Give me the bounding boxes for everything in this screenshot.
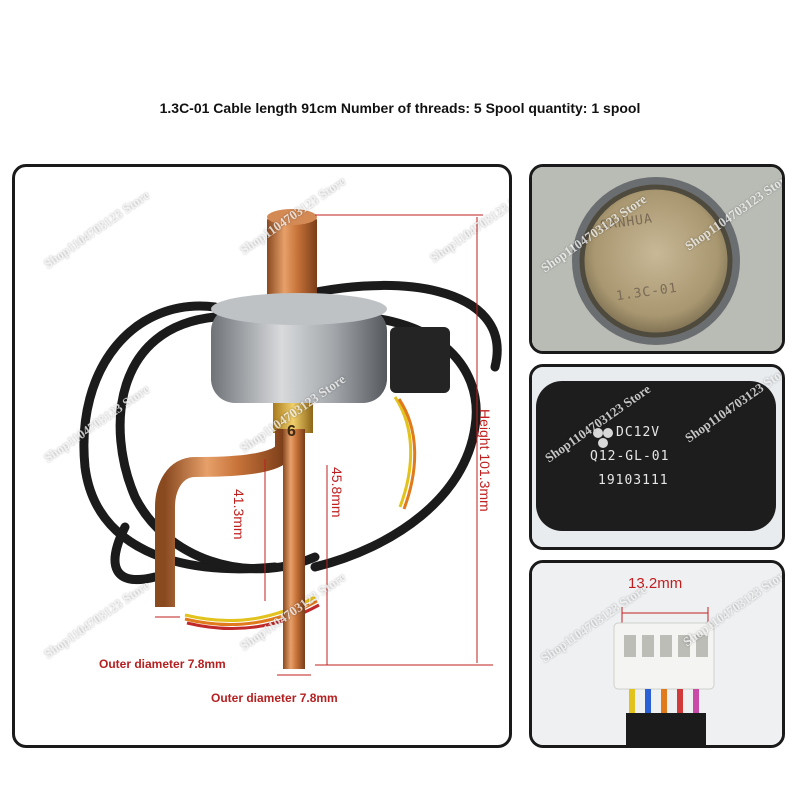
dimension-lines [155, 214, 493, 676]
coil-voltage: DC12V [616, 425, 661, 440]
height-dimension-label: Height 101.3mm [477, 409, 493, 512]
body-mark: 6 [287, 423, 296, 440]
outer-diameter-bottom-label: Outer diameter 7.8mm [211, 691, 338, 705]
engraving-closeup-photo [532, 167, 782, 351]
headline: 1.3C-01 Cable length 91cm Number of thre… [159, 100, 641, 116]
valve-illustration [79, 209, 502, 676]
engraving-closeup-panel: SANHUA 1.3C-01 Shop1104703123 Store Shop… [529, 164, 785, 354]
cable-coil [79, 280, 502, 585]
left-pipe-dimension-label: 41.3mm [231, 489, 247, 540]
coil-model: Q12-GL-01 [590, 449, 670, 464]
coil-serial: 19103111 [598, 473, 669, 488]
coil-label-closeup-panel: DC12V Q12-GL-01 19103111 Shop1104703123 … [529, 364, 785, 550]
connector-photo [532, 563, 782, 745]
connector-width-label: 13.2mm [628, 575, 683, 592]
left-copper-pipe [155, 429, 295, 607]
motor-housing [211, 307, 387, 403]
coil-label-photo [532, 367, 782, 547]
connector-closeup-panel: 13.2mm Shop1104703123 Store Shop11047031… [529, 560, 785, 748]
main-product-photo-panel: Height 101.3mm 41.3mm 45.8mm Outer diame… [12, 164, 512, 748]
right-pipe-dimension-label: 45.8mm [329, 467, 345, 518]
valve-top-cap [267, 215, 317, 315]
coil-connector [390, 327, 450, 393]
brass-fitting [273, 403, 313, 433]
outer-diameter-left-label: Outer diameter 7.8mm [99, 657, 226, 671]
logo-mark [593, 428, 613, 448]
right-copper-pipe [283, 429, 305, 669]
